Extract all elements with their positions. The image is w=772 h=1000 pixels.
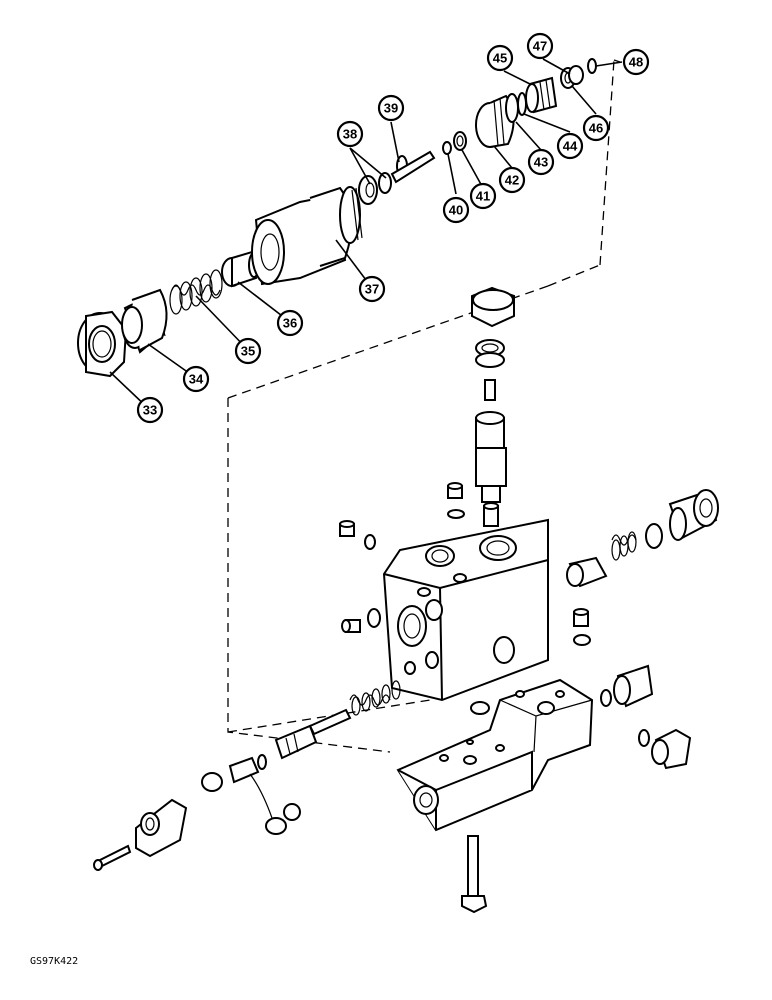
- callout-46: 46: [582, 114, 610, 142]
- callout-label-43: 43: [534, 155, 548, 170]
- callout-label-35: 35: [241, 344, 255, 359]
- sub-plate-block: [396, 678, 594, 832]
- right-piston-assembly: [566, 489, 719, 588]
- adjuster-part-34: [121, 288, 168, 354]
- plug-right-mid: [573, 608, 591, 646]
- valve-body-part-37: [251, 186, 363, 286]
- callout-label-44: 44: [563, 139, 578, 154]
- adjuster-part-45: [525, 76, 558, 114]
- callout-label-47: 47: [533, 39, 547, 54]
- callout-label-46: 46: [589, 121, 603, 136]
- callout-47: 47: [526, 32, 554, 60]
- leader-lines: [109, 58, 623, 411]
- callout-label-37: 37: [365, 282, 379, 297]
- valve-block: [382, 518, 549, 702]
- callout-label-36: 36: [283, 316, 297, 331]
- ring-part-48: [587, 58, 597, 74]
- ring-part-41: [453, 131, 467, 151]
- callout-39: 39: [377, 94, 405, 122]
- ring-mid: [470, 701, 490, 715]
- callout-35: 35: [234, 337, 262, 365]
- nut-part-47: [568, 65, 584, 85]
- callout-33: 33: [136, 396, 164, 424]
- callout-38: 38: [336, 120, 364, 148]
- plug-right-bottom: [638, 728, 692, 770]
- hex-nut-part-33: [77, 310, 128, 378]
- end-cap-assembly: [93, 798, 188, 871]
- left-spool-assembly: [201, 680, 401, 835]
- callout-label-33: 33: [143, 403, 157, 418]
- callout-41: 41: [469, 182, 497, 210]
- callout-37: 37: [358, 275, 386, 303]
- callout-40: 40: [442, 196, 470, 224]
- callout-label-45: 45: [493, 51, 507, 66]
- callout-label-42: 42: [505, 173, 519, 188]
- small-plugs: [339, 482, 692, 770]
- plug-left-mid: [341, 608, 381, 633]
- ring-part-40: [442, 141, 452, 155]
- plug-left-upper: [339, 520, 376, 550]
- callout-44: 44: [556, 132, 584, 160]
- callout-45: 45: [486, 44, 514, 72]
- reference-code: GS97K422: [30, 956, 78, 967]
- callout-label-39: 39: [384, 101, 398, 116]
- vertical-plug-stack: [471, 286, 515, 527]
- plug-right-lower: [600, 664, 654, 708]
- callout-48: 48: [622, 48, 650, 76]
- callout-34: 34: [182, 365, 210, 393]
- callout-label-48: 48: [629, 55, 643, 70]
- plug-top: [447, 482, 465, 519]
- callout-42: 42: [498, 166, 526, 194]
- callout-label-34: 34: [189, 372, 204, 387]
- assembly-dashed-outline: [227, 59, 621, 753]
- o-ring-part-43: [505, 93, 519, 123]
- long-bolt: [461, 835, 488, 914]
- callout-label-40: 40: [449, 203, 463, 218]
- callout-43: 43: [527, 148, 555, 176]
- spring-part-35: [169, 269, 223, 315]
- callout-label-38: 38: [343, 127, 357, 142]
- callout-36: 36: [276, 309, 304, 337]
- ring-part-44: [517, 92, 527, 116]
- callout-label-41: 41: [476, 189, 490, 204]
- relief-valve-assembly: [77, 58, 597, 378]
